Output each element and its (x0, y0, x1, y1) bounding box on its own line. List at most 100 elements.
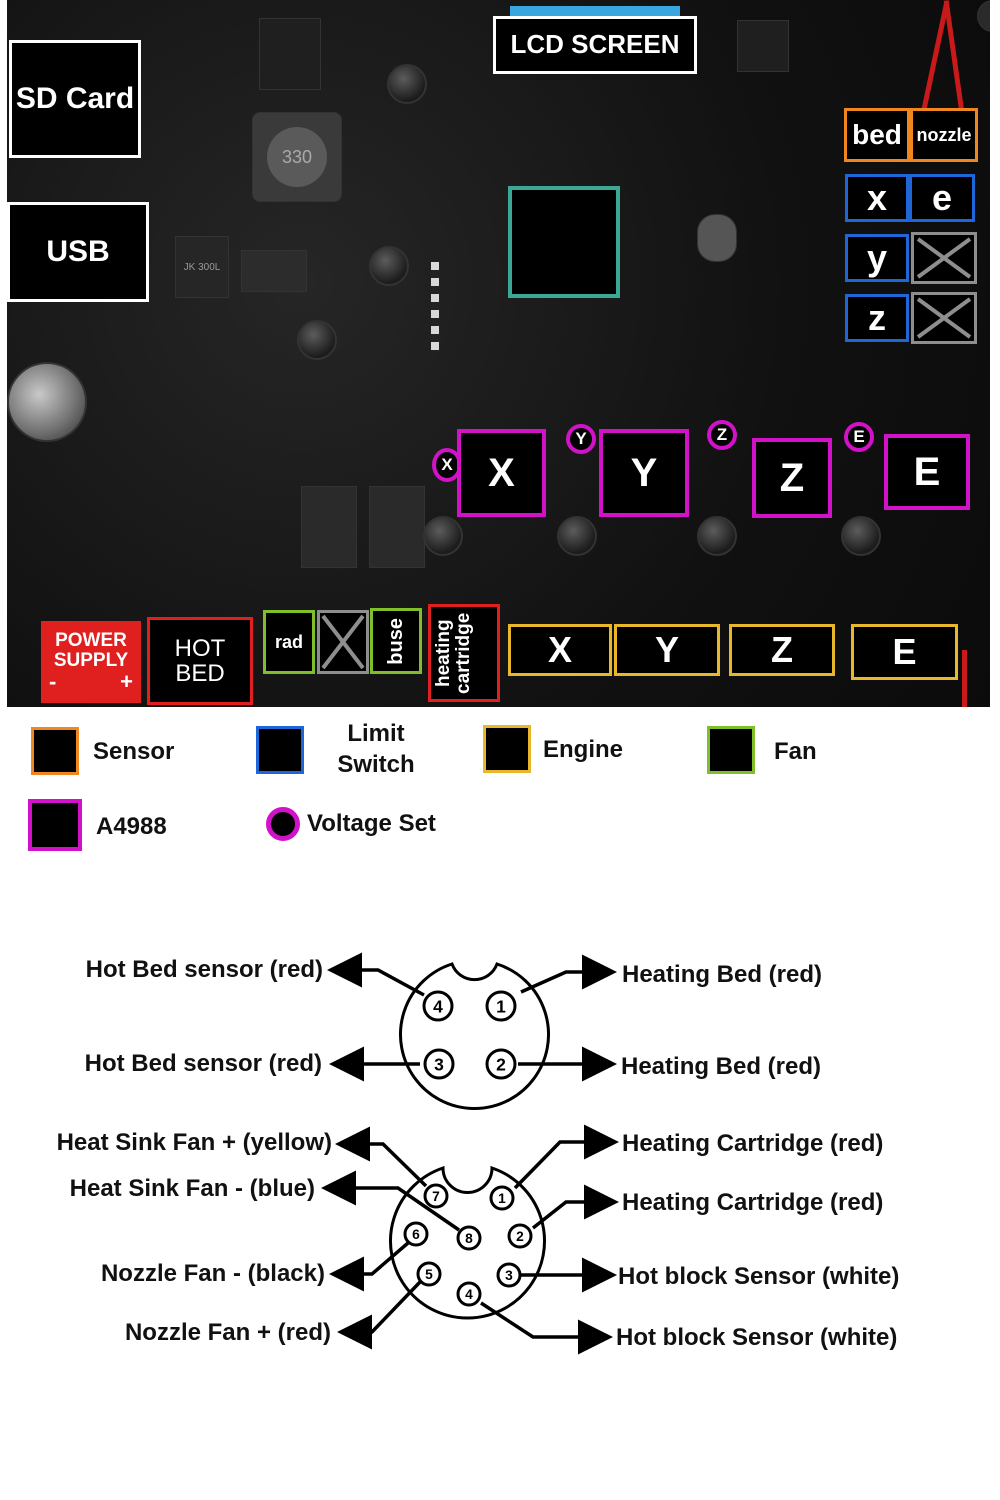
lcd-connector (510, 6, 680, 16)
svg-text:4: 4 (433, 996, 443, 1016)
c4-leader-1 (520, 954, 617, 994)
c4-left-label-1: Hot Bed sensor (red) (86, 956, 323, 983)
lcd-screen-label: LCD SCREEN (493, 16, 697, 74)
connector-4pin-leaders (327, 952, 617, 1082)
legend-fan-label: Fan (774, 738, 817, 765)
c4-leader-4 (327, 952, 425, 997)
legend-engine-label: Engine (543, 736, 624, 763)
limit-switch-y: y (845, 234, 909, 282)
capacitor-1 (387, 64, 427, 104)
fuse: JK 300L (175, 236, 229, 298)
legend-a4988-label: A4988 (96, 813, 167, 840)
cross-icon (916, 297, 972, 339)
engine-e: E (851, 624, 958, 680)
voltage-pot-y: Y (566, 424, 596, 454)
c4-left-label-2: Hot Bed sensor (red) (85, 1050, 322, 1077)
engine-z: Z (729, 624, 835, 676)
fan-buse-label: buse (384, 617, 407, 665)
c8-leader-5 (337, 1280, 422, 1350)
legend-voltage-set-swatch (266, 807, 300, 841)
c4-pin-1: 1 (485, 990, 517, 1022)
c8-pin-2: 2 (507, 1223, 533, 1249)
a4988-driver-y: Y (599, 429, 689, 517)
inductor-marking: 330 (267, 127, 327, 187)
legend-limit-switch-label: Limit Switch (337, 720, 415, 779)
capacitor-7 (841, 516, 881, 556)
sd-card-label: SD Card (9, 40, 141, 158)
inductor: 330 (252, 112, 342, 202)
c4-pin-2: 2 (485, 1048, 517, 1080)
sensor-nozzle: nozzle (910, 108, 978, 162)
unused-port-1 (911, 232, 977, 284)
a4988-driver-e: E (884, 434, 970, 510)
svg-text:7: 7 (432, 1189, 440, 1204)
unused-port-2 (911, 292, 977, 344)
limit-switch-x: x (845, 174, 909, 222)
c8-right-label-4: Hot block Sensor (white) (616, 1324, 897, 1351)
engine-x: X (508, 624, 612, 676)
fan-buse: buse (370, 608, 422, 674)
c8-right-label-1: Heating Cartridge (red) (622, 1130, 883, 1157)
capacitor-large (7, 362, 87, 442)
engine-y: Y (614, 624, 720, 676)
capacitor-4 (423, 516, 463, 556)
a4988-driver-x: X (457, 429, 546, 517)
c8-leader-4 (480, 1301, 613, 1355)
svg-text:2: 2 (516, 1229, 524, 1244)
board-photo: 330 JK 300L (7, 0, 990, 707)
svg-text:6: 6 (412, 1227, 420, 1242)
power-supply-connector: POWER SUPPLY - + (41, 621, 141, 703)
svg-text:8: 8 (465, 1231, 473, 1246)
red-wire (919, 0, 950, 120)
c8-pin-5: 5 (416, 1261, 442, 1287)
power-supply-label: POWER SUPPLY (53, 630, 129, 671)
connector-8pin: 1 2 34 5 6 7 8 (321, 1124, 619, 1355)
c8-right-label-2: Heating Cartridge (red) (622, 1189, 883, 1216)
svg-text:2: 2 (496, 1054, 506, 1074)
mounting-hole-1 (977, 0, 990, 32)
c8-pin-3: 3 (496, 1262, 522, 1288)
c8-pin-6: 6 (403, 1221, 429, 1247)
legend-engine-swatch (483, 725, 531, 773)
c4-right-label-1: Heating Bed (red) (622, 961, 822, 988)
c8-leader-7 (335, 1126, 428, 1188)
connector-4pin-pins: 1 2 3 4 (422, 990, 517, 1080)
sensor-bed: bed (844, 108, 910, 162)
limit-switch-e: e (909, 174, 975, 222)
unused-fan-port (317, 610, 369, 674)
power-minus-label: - (49, 668, 57, 694)
connector-4pin: 1 2 3 4 (327, 952, 617, 1110)
capacitor-5 (557, 516, 597, 556)
connector-4pin-outline (399, 962, 550, 1110)
c8-left-label-3: Nozzle Fan - (black) (101, 1260, 325, 1287)
tree-figure (147, 320, 207, 620)
lcd-driver-chip (737, 20, 789, 72)
limit-switch-z: z (845, 294, 909, 342)
microcontroller-chip (508, 186, 620, 298)
heating-cartridge-label: heating cartridge (433, 612, 474, 694)
svg-text:3: 3 (434, 1054, 444, 1074)
a4988-driver-z: Z (752, 438, 832, 518)
c8-right-label-3: Hot block Sensor (white) (618, 1263, 899, 1290)
c8-pin-4: 4 (456, 1281, 482, 1307)
svg-text:5: 5 (425, 1267, 433, 1282)
svg-text:1: 1 (496, 996, 506, 1016)
legend-sensor-swatch (31, 727, 79, 775)
red-wire-2 (943, 0, 966, 120)
legend-sensor-label: Sensor (93, 738, 175, 765)
c8-leader-2 (531, 1184, 619, 1230)
hot-bed-connector: HOT BED (147, 617, 253, 705)
c8-pin-8: 8 (456, 1225, 482, 1251)
voltage-pot-e: E (844, 422, 874, 452)
crystal (697, 214, 737, 262)
c8-leader-8 (321, 1170, 460, 1232)
c8-leader-1 (513, 1124, 619, 1190)
legend-fan-swatch (707, 726, 755, 774)
connector-8pin-pins: 1 2 34 5 6 7 8 (403, 1183, 533, 1307)
capacitor-2 (369, 246, 409, 286)
heater-mosfet-2 (369, 486, 425, 568)
cross-icon (916, 237, 972, 279)
capacitor-6 (697, 516, 737, 556)
svg-text:1: 1 (498, 1191, 506, 1206)
